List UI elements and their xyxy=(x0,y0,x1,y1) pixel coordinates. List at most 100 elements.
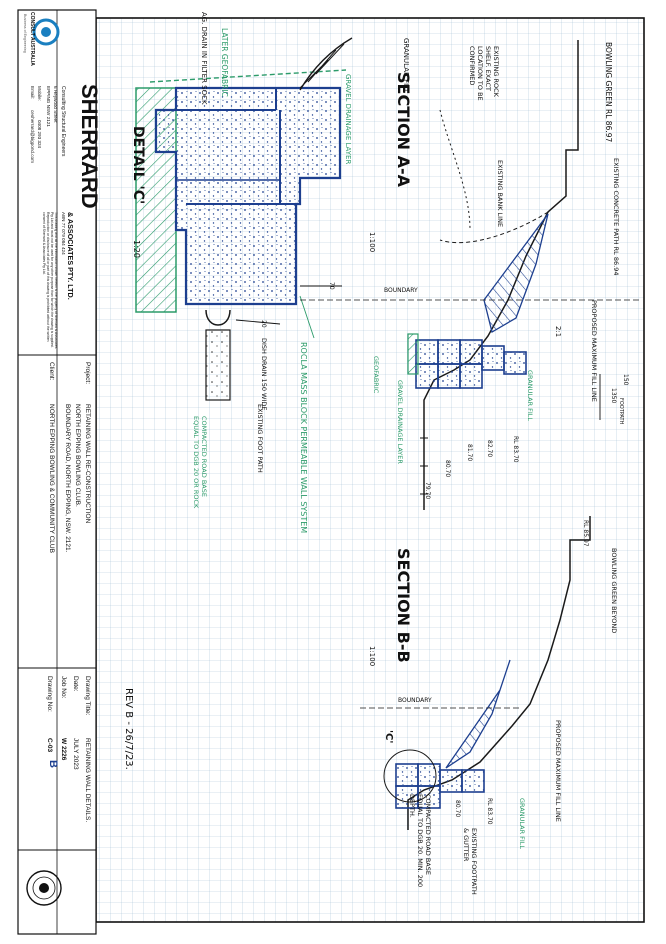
client-label: Client: xyxy=(48,362,55,381)
date-value: JULY 2023 xyxy=(72,738,79,770)
section-bb-granular: GRANULAR FILL xyxy=(518,798,526,849)
dim-footpath-label: FOOTPATH xyxy=(618,398,624,425)
job-label: Job No: xyxy=(60,676,67,699)
email-address: cesherrard@bigpond.com xyxy=(30,110,35,163)
detail-c-callout-circle xyxy=(383,749,437,803)
section-aa-rl-ticks xyxy=(420,437,428,495)
title-block: CONSULT AUSTRALIA Business of Engineerin… xyxy=(17,9,102,935)
detail-c-compacted-label: COMPACTED ROAD BASE EQUAL TO DGB 20 OR R… xyxy=(192,416,208,509)
section-aa-rock-shelf xyxy=(439,109,471,231)
dim-150-label: 150 xyxy=(622,374,629,386)
detail-c-title: DETAIL 'C' xyxy=(130,126,146,204)
logo-text: CONSULT AUSTRALIA xyxy=(29,12,35,66)
rock-shelf-label: EXISTING ROCK SHELF. EXACT LOCATION TO B… xyxy=(468,46,500,101)
rocla-label: ROCLA MASS BLOCK PERMEABLE WALL SYSTEM xyxy=(299,342,308,534)
rock-shelf-wrap: EXISTING ROCK SHELF. EXACT LOCATION TO B… xyxy=(468,46,500,101)
section-bb-boundary-label: BOUNDARY xyxy=(398,697,432,704)
section-bb-rl-low: RL 83.70 xyxy=(486,798,493,825)
logo-subtext: Business of Engineering xyxy=(23,14,27,53)
slope-label: 2:1 xyxy=(554,326,562,337)
ag-drain-label: AG. DRAIN IN FILTER SOCK xyxy=(200,12,208,105)
address-line-2: EPPING NSW 2121 xyxy=(46,86,51,127)
detail-c-granular-label: GRANULAR FILL xyxy=(402,38,410,93)
section-bb-rl-top: RL 85.97 xyxy=(582,520,589,547)
project-line-3: BOUNDARY ROAD, NORTH EPPING, NSW. 2121. xyxy=(64,404,71,553)
dim-1350-label: 1350 xyxy=(610,388,617,403)
date-label: Date: xyxy=(72,676,79,692)
drawing-title: RETAINING WALL DETAILS. xyxy=(84,738,91,822)
section-aa-gravel-label: GRAVEL DRAINAGE LAYER xyxy=(396,380,404,464)
job-number: W 2226 xyxy=(60,738,67,761)
dim-line-20 xyxy=(235,319,281,325)
rl-82-70: 82.70 xyxy=(486,440,493,457)
proposed-fill-label: PROPOSED MAXIMUM FILL LINE xyxy=(590,300,598,402)
consult-australia-logo: CONSULT AUSTRALIA Business of Engineerin… xyxy=(23,12,60,66)
bb-compacted-wrap: COMPACTED ROAD BASE EQUAL TO DGB 20. MIN… xyxy=(408,794,432,888)
firm-name: SHERRARD xyxy=(77,84,102,209)
drawing-number: C-03 xyxy=(46,738,53,752)
section-bb-rl-80: 80.70 xyxy=(454,800,461,817)
drawing-no-label: Drawing No: xyxy=(46,676,53,712)
detail-c-gravel-label: GRAVEL DRAINAGE LAYER xyxy=(344,74,352,164)
section-aa-fill-wedge xyxy=(483,213,549,333)
rocla-label-wrap: ROCLA MASS BLOCK PERMEABLE WALL SYSTEM xyxy=(299,342,308,534)
existing-footpath-label: EXISTING FOOT PATH xyxy=(256,404,264,473)
firm-name-suffix: & ASSOCIATES PTY. LTD. xyxy=(66,212,75,300)
bank-line-label: EXISTING BANK LINE xyxy=(496,160,504,227)
section-aa-granular-label: GRANULAR FILL xyxy=(526,370,534,421)
email-label: Email: xyxy=(30,86,35,99)
rl-83-70: RL 83.70 xyxy=(512,436,519,463)
rocla-leader xyxy=(299,295,315,339)
section-bb-proposed-fill: PROPOSED MAXIMUM FILL LINE xyxy=(554,720,562,822)
copyright-note-wrap: This drawing and all the information sho… xyxy=(42,212,58,349)
section-bb-compacted: COMPACTED ROAD BASE EQUAL TO DGB 20. MIN… xyxy=(408,794,432,888)
mobile-label: Mobile: xyxy=(37,86,42,101)
mobile-number: 0408 293 324 xyxy=(37,120,42,149)
detail-c-bank-hatch xyxy=(299,43,345,89)
existing-concrete-label: EXISTING CONCRETE PATH RL 86.94 xyxy=(612,158,620,275)
section-aa-title: SECTION A-A xyxy=(394,72,413,188)
detail-c-footpath xyxy=(205,329,231,401)
detail-c: 70 20 DETAIL 'C' 1:20 LATER GEOFABRIC AG… xyxy=(130,12,410,534)
firm-description: Consulting Structural Engineers xyxy=(60,86,66,157)
drawing-revision: B xyxy=(47,760,59,768)
detail-c-dish-drain xyxy=(205,309,231,326)
section-b-b: SECTION B-B 1:100 BOWLING GREEN BEYOND R… xyxy=(360,516,618,895)
project-line-2: NORTH EPPING BOWLING CLUB. xyxy=(74,404,81,507)
section-bb-block-wall xyxy=(395,763,485,809)
address-line-1: 6 Heywood Street xyxy=(53,86,58,123)
bowling-green-label: BOWLING GREEN RL 86.97 xyxy=(604,42,613,142)
revision-note: REV B - 26/7/23. xyxy=(123,688,134,770)
compacted-label-wrap: COMPACTED ROAD BASE EQUAL TO DGB 20 OR R… xyxy=(192,416,208,509)
engineer-stamp-icon xyxy=(26,870,62,906)
section-bb-bowling-green: BOWLING GREEN BEYOND xyxy=(610,548,618,633)
section-aa-geofabric-label: GEOFABRIC xyxy=(372,356,380,394)
section-aa-block-wall xyxy=(415,339,527,389)
copyright-note: This drawing and all the information sho… xyxy=(42,212,58,349)
detail-c-block-wall xyxy=(154,86,342,306)
section-aa-bank-line xyxy=(439,211,549,244)
section-a-a: SECTION A-A 1:100 BOWLING GREEN RL 86.97… xyxy=(300,40,640,510)
section-aa-gravel xyxy=(407,333,419,375)
rl-79-70: 79.70 xyxy=(424,482,431,499)
bb-footpath-wrap: EXISTING FOOTPATH & GUTTER xyxy=(462,828,478,895)
rl-81-70: 81.70 xyxy=(466,444,473,461)
project-line-1: RETAINING WALL RE-CONSTRUCTION xyxy=(84,404,91,524)
dim-20-label: 20 xyxy=(260,320,267,328)
client-name: NORTH EPPING BOWLING & COMMUNITY CLUB xyxy=(48,404,55,553)
rl-80-70: 80.70 xyxy=(444,460,451,477)
section-bb-footpath: EXISTING FOOTPATH & GUTTER xyxy=(462,828,478,895)
section-bb-fill-wedge xyxy=(445,659,511,769)
firm-abn: ABN 77 079 084 424 xyxy=(61,212,66,255)
detail-c-scale: 1:20 xyxy=(132,240,141,258)
later-geofabric-label: LATER GEOFABRIC xyxy=(220,28,229,97)
dish-drain-label: DISH DRAIN 150 WIDE xyxy=(260,338,268,410)
section-bb-detail-ref: 'C' xyxy=(383,730,394,743)
dim-70-label: 70 xyxy=(328,282,335,290)
drawing-title-label: Drawing Title: xyxy=(84,676,91,716)
section-aa-boundary-label: BOUNDARY xyxy=(384,287,418,294)
section-bb-title: SECTION B-B xyxy=(394,548,413,663)
section-aa-scale: 1:100 xyxy=(368,232,376,252)
project-label: Project: xyxy=(84,362,91,384)
